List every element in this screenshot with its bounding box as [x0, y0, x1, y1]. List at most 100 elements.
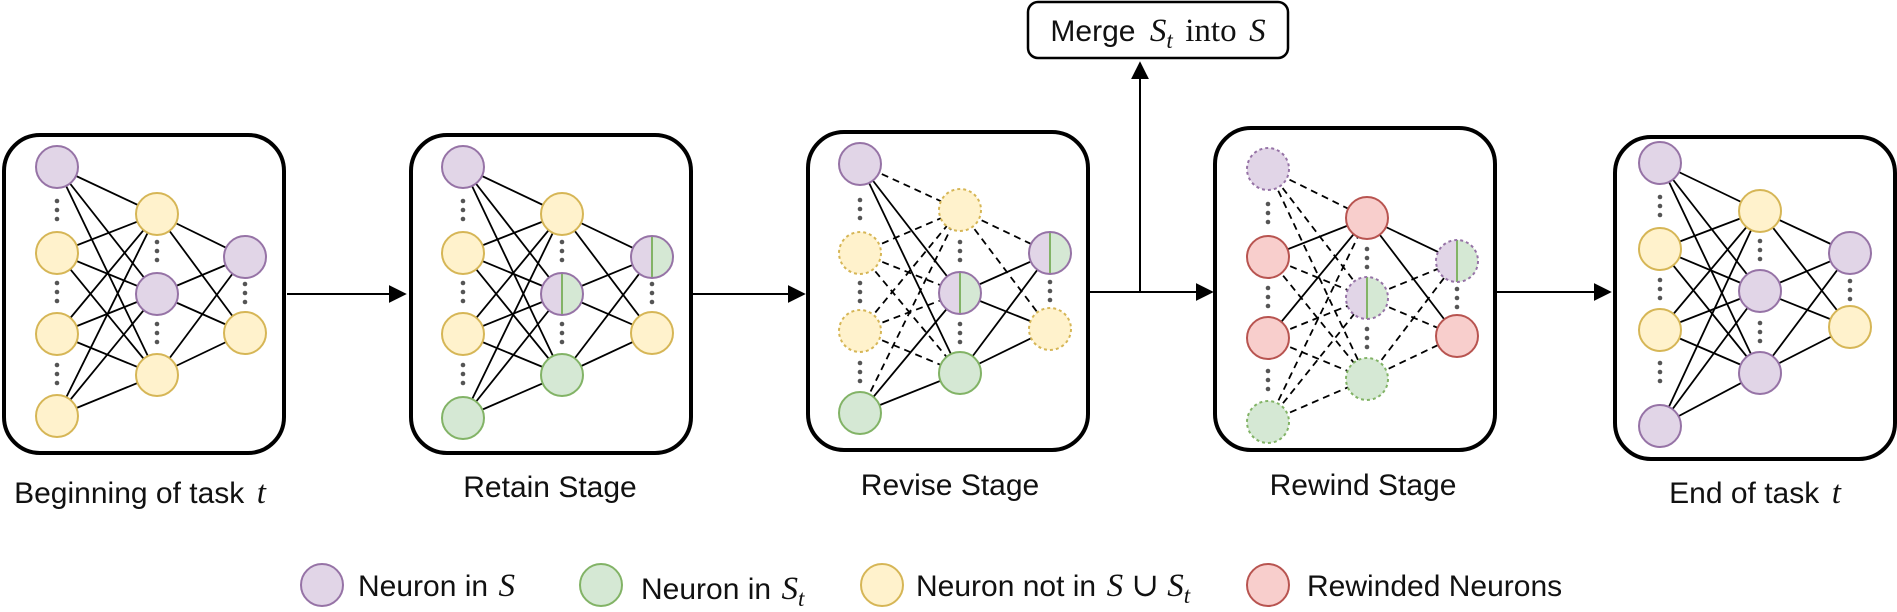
ellipsis-dot — [460, 289, 466, 295]
ellipsis-dot — [54, 362, 60, 368]
stage-label-end: End of task t — [1669, 475, 1842, 511]
legend-item-not-in-union: Neuron not in S ∪ St — [860, 563, 1191, 608]
neuron-beginning-l2 — [35, 312, 79, 356]
neuron-revise-l0 — [838, 142, 882, 186]
edge-end-l0-m2 — [1659, 162, 1761, 374]
neuron-rewind-m1 — [1345, 276, 1389, 320]
edge-rewind-l0-m1 — [1267, 168, 1368, 299]
neuron-beginning-l1 — [35, 231, 79, 275]
legend-swatch-green — [579, 563, 623, 607]
ellipsis-dot — [957, 248, 963, 254]
neuron-retain-l1 — [441, 231, 485, 275]
neuron-revise-o1 — [1028, 307, 1072, 351]
edge-revise-l3-m0 — [859, 209, 961, 414]
neuron-retain-l2 — [441, 312, 485, 356]
edge-beginning-m0-o1 — [156, 213, 246, 334]
neuron-end-o1 — [1828, 305, 1872, 349]
ellipsis-dot — [1657, 212, 1663, 218]
legend-swatch-yellow — [860, 563, 904, 607]
ellipsis-dot — [1657, 277, 1663, 283]
ellipsis-dot — [1265, 219, 1271, 225]
edge-rewind-m2-o0 — [1366, 260, 1458, 380]
ellipsis-dot — [54, 298, 60, 304]
ellipsis-dot — [242, 290, 248, 296]
neuron-end-m2 — [1738, 351, 1782, 395]
ellipsis-dot — [54, 198, 60, 204]
neuron-rewind-m0 — [1345, 196, 1389, 240]
ellipsis-dot — [649, 299, 655, 305]
ellipsis-dot — [857, 197, 863, 203]
ellipsis-dot — [460, 280, 466, 286]
edge-revise-l0-m1 — [859, 163, 961, 294]
neuron-beginning-m1 — [135, 272, 179, 316]
edge-beginning-l0-m2 — [56, 166, 158, 376]
neuron-end-l2 — [1638, 308, 1682, 352]
svg-text:Neuron not in S ∪ St: Neuron not in S ∪ St — [916, 568, 1191, 608]
neuron-retain-l0 — [441, 145, 485, 189]
ellipsis-dot — [460, 298, 466, 304]
ellipsis-dot — [1265, 377, 1271, 383]
edge-revise-m2-o0 — [959, 252, 1051, 374]
edge-retain-m0-o1 — [561, 213, 653, 334]
neuron-end-o0 — [1828, 231, 1872, 275]
ellipsis-dot — [1265, 368, 1271, 374]
neuron-beginning-l0 — [35, 145, 79, 189]
edge-retain-m2-o0 — [561, 256, 653, 376]
edge-beginning-m2-o0 — [156, 256, 246, 376]
neuron-beginning-m0 — [135, 192, 179, 236]
neuron-retain-m1 — [540, 272, 584, 316]
edge-rewind-l0-m2 — [1267, 168, 1368, 380]
ellipsis-dot — [1047, 297, 1053, 303]
edge-end-l2-m0 — [1659, 210, 1761, 331]
ellipsis-dot — [1847, 287, 1853, 293]
ellipsis-dot — [857, 298, 863, 304]
neuron-retain-m0 — [540, 192, 584, 236]
edge-retain-l3-m0 — [462, 213, 563, 419]
ellipsis-dot — [154, 321, 160, 327]
stage-label-rewind: Rewind Stage — [1270, 469, 1457, 502]
ellipsis-dot — [957, 321, 963, 327]
ellipsis-dot — [1265, 285, 1271, 291]
ellipsis-dot — [154, 239, 160, 245]
edge-revise-l0-m2 — [859, 163, 961, 374]
ellipsis-dot — [1657, 203, 1663, 209]
ellipsis-dot — [1657, 378, 1663, 384]
edge-revise-m0-o1 — [959, 209, 1051, 330]
edge-retain-l0-m2 — [462, 166, 563, 376]
ellipsis-dot — [54, 280, 60, 286]
ellipsis-dot — [1265, 294, 1271, 300]
svg-text:Neuron in St: Neuron in St — [641, 571, 805, 611]
merge-label: Merge St into S — [1050, 13, 1265, 53]
neuron-end-l3 — [1638, 404, 1682, 448]
neuron-beginning-m2 — [135, 353, 179, 397]
neuron-end-m0 — [1738, 189, 1782, 233]
stage-label-revise: Revise Stage — [861, 469, 1039, 502]
neuron-end-l0 — [1638, 141, 1682, 185]
ellipsis-dot — [857, 206, 863, 212]
ellipsis-dot — [1364, 344, 1370, 350]
edge-revise-l2-m0 — [859, 209, 961, 332]
ellipsis-dot — [54, 380, 60, 386]
ellipsis-dot — [1454, 304, 1460, 310]
ellipsis-dot — [154, 257, 160, 263]
ellipsis-dot — [649, 290, 655, 296]
ellipsis-dot — [54, 216, 60, 222]
ellipsis-dot — [1364, 264, 1370, 270]
legend-swatch-red — [1246, 563, 1290, 607]
edge-end-l3-m1 — [1659, 290, 1761, 427]
ellipsis-dot — [54, 371, 60, 377]
edge-revise-l3-m1 — [859, 292, 961, 414]
ellipsis-dot — [1757, 338, 1763, 344]
neuron-revise-o0 — [1028, 231, 1072, 275]
neuron-end-m1 — [1738, 269, 1782, 313]
legend-item-in-s: Neuron in S — [300, 563, 515, 607]
ellipsis-dot — [1847, 278, 1853, 284]
ellipsis-dot — [559, 257, 565, 263]
edge-retain-l0-m1 — [462, 166, 563, 295]
edge-beginning-l2-m0 — [56, 213, 158, 335]
ellipsis-dot — [559, 321, 565, 327]
ellipsis-dot — [1657, 295, 1663, 301]
ellipsis-dot — [857, 280, 863, 286]
edge-rewind-l3-m0 — [1267, 217, 1368, 423]
